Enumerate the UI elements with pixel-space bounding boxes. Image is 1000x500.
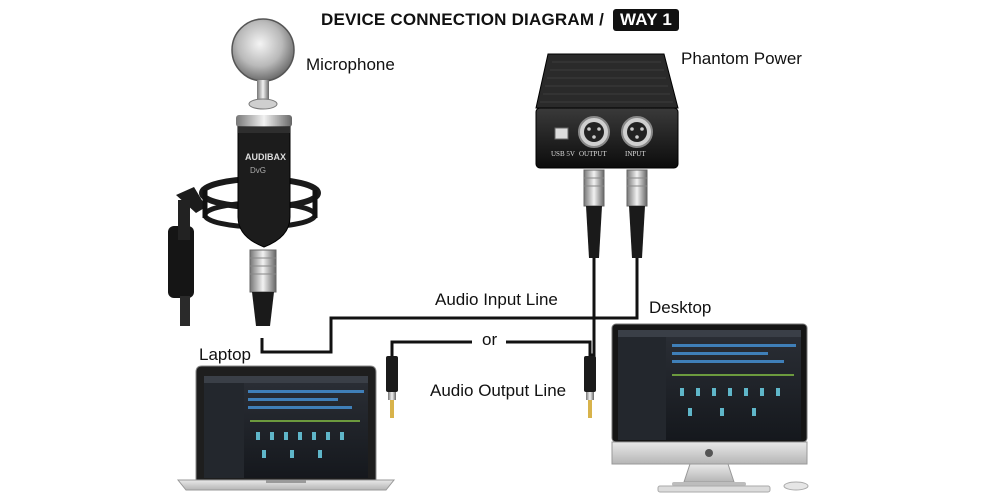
- mic-stand: [176, 187, 206, 213]
- desktop-device: [611, 323, 809, 493]
- laptop-device: [176, 365, 396, 491]
- output-port-label: OUTPUT: [579, 150, 607, 158]
- mic-grille: [231, 18, 295, 82]
- usb-port-label: USB 5V: [551, 150, 575, 158]
- mouse: [783, 481, 809, 491]
- phantom-power-label: Phantom Power: [681, 49, 802, 68]
- mic-body: [237, 126, 291, 248]
- output-xlr-plug: [583, 169, 605, 258]
- keyboard: [657, 485, 771, 493]
- desktop-jack-plug: [584, 356, 596, 418]
- audio-input-line-label: Audio Input Line: [435, 290, 558, 309]
- mic-model-text: DvG: [250, 166, 266, 175]
- usb-port: [554, 127, 569, 140]
- laptop-label: Laptop: [199, 345, 251, 364]
- apple-logo-icon: [705, 449, 713, 457]
- title-text: DEVICE CONNECTION DIAGRAM /: [320, 10, 605, 29]
- audio-output-cable: [390, 340, 592, 360]
- laptop-jack-plug: [386, 356, 398, 418]
- diagram-title: DEVICE CONNECTION DIAGRAM / WAY 1: [0, 9, 1000, 31]
- input-xlr-plug: [626, 169, 648, 258]
- or-label: or: [482, 330, 498, 349]
- microphone-label: Microphone: [306, 55, 395, 74]
- mic-brand-text: AUDIBAX: [245, 152, 286, 162]
- desktop-label: Desktop: [649, 298, 712, 317]
- phantom-to-desktop-cable: [589, 257, 596, 357]
- audio-input-cable: [260, 257, 639, 354]
- phantom-power-device: USB 5V OUTPUT INPUT: [535, 53, 679, 258]
- input-port-label: INPUT: [625, 150, 646, 158]
- audio-output-line-label: Audio Output Line: [430, 381, 567, 400]
- way-badge: WAY 1: [612, 9, 680, 31]
- microphone-device: AUDIBAX DvG: [168, 18, 321, 326]
